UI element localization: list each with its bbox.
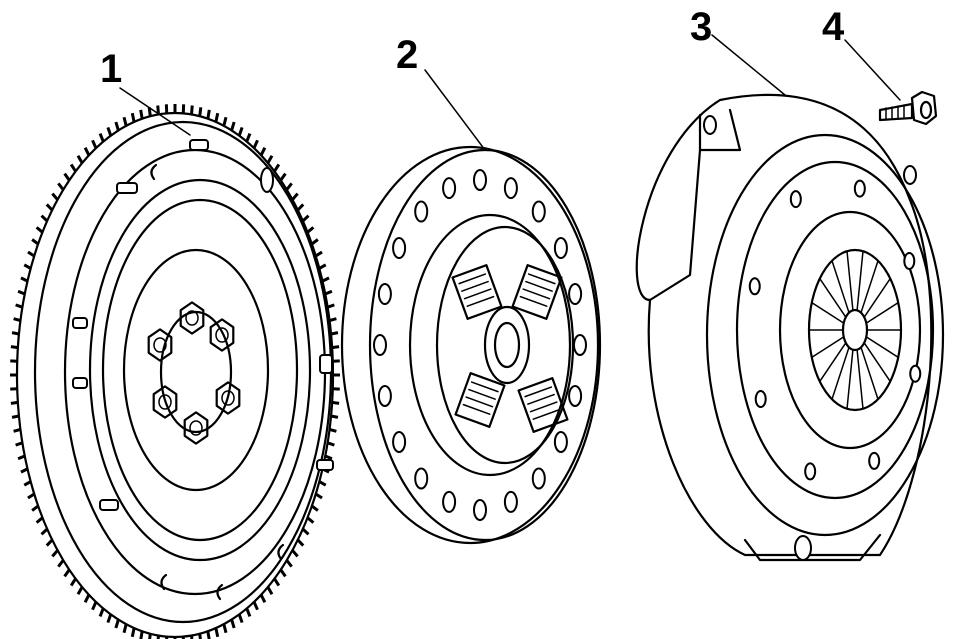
pressure-plate-holes: [748, 179, 922, 481]
clutch-disc-rivets: [373, 169, 587, 521]
flywheel-bolts: [147, 301, 241, 445]
diaphragm-spring-fingers: [808, 250, 902, 410]
mounting-bolt: [878, 90, 938, 126]
flywheel-ring-gear: [10, 104, 340, 639]
flywheel: [10, 104, 340, 639]
callout-2: 2: [396, 33, 418, 77]
callout-4: 4: [822, 5, 845, 49]
leader-lines: [119, 34, 901, 151]
clutch-disc: [340, 145, 602, 545]
pressure-plate: [635, 93, 945, 562]
callout-1: 1: [100, 47, 122, 91]
callout-3: 3: [690, 5, 712, 49]
damper-springs: [451, 264, 569, 433]
